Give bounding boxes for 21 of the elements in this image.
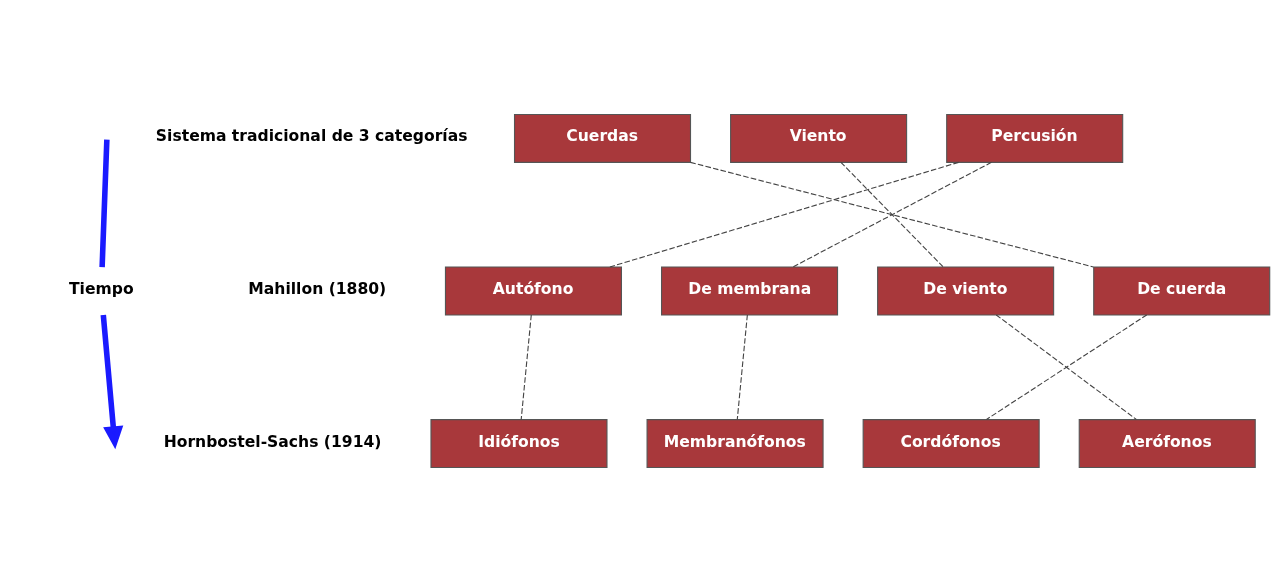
node-box: Cordófonos [862,419,1040,469]
connector [840,161,944,268]
node-box: Viento [730,113,908,163]
connector [520,314,532,420]
label: Mahillon (1880) [248,280,387,299]
node-box: Cuerdas [513,113,692,163]
node-box: Autófono [444,266,622,316]
label: Hornbostel-Sachs (1914) [163,432,382,451]
connector [736,314,748,420]
node-box: Membranófonos [646,419,824,469]
node-box: Percusión [946,113,1124,163]
node-box: Idiófonos [430,419,608,469]
connector [792,161,992,268]
node-box: De membrana [661,266,839,316]
node-box: Aerófonos [1078,419,1256,469]
connector [689,161,1094,268]
node-box: De cuerda [1093,266,1271,316]
label: Sistema tradicional de 3 categorías [155,127,468,146]
node-box: De viento [877,266,1055,316]
label: Tiempo [68,280,134,299]
connector [609,161,960,268]
